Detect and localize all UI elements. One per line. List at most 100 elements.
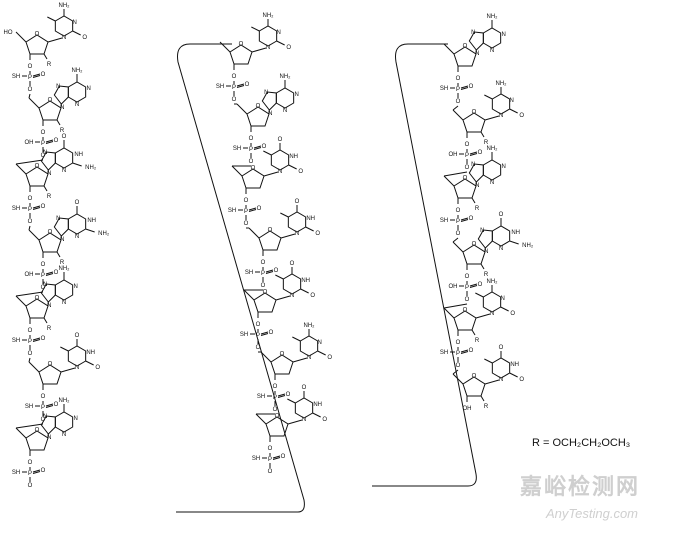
bond (45, 141, 54, 144)
adenine-ring (67, 81, 87, 103)
carbonyl-bond (72, 30, 81, 36)
ring-n-label: N (75, 365, 79, 371)
ring-n-label: N (276, 30, 280, 36)
ring-n-label: N (73, 284, 77, 290)
ring-n-label: N (499, 113, 503, 119)
guanine-ring (54, 147, 74, 169)
ring-n-label: N (75, 102, 79, 108)
carbonyl-o-label: O (75, 200, 80, 206)
phosphorus-label: P (28, 471, 32, 477)
ring-oxygen-label: O (48, 362, 53, 368)
three-prime-label: OH (463, 406, 472, 412)
c5-bond (248, 227, 260, 239)
linker-oxygen-label: O (28, 483, 33, 489)
methyl-bond (484, 94, 493, 100)
thymine-ring (491, 357, 511, 379)
watermark-cn: 嘉峪检测网 (520, 474, 640, 500)
bond (45, 405, 54, 408)
phosphorus-label: P (28, 75, 32, 81)
linker-oxygen-label: O (465, 297, 470, 303)
bond (45, 273, 54, 276)
c5-bond (236, 103, 248, 115)
phosphate-side-label: SH (252, 456, 260, 462)
sugar-ring (38, 364, 62, 385)
imide-nh-label: NH (511, 230, 520, 236)
linker-oxygen-label: O (273, 407, 278, 413)
r-group-label: R (47, 194, 52, 200)
linker-oxygen-label: O (456, 340, 461, 346)
glycosidic-bond (287, 419, 303, 425)
phosphorus-label: P (261, 271, 265, 277)
thymine-ring (287, 211, 307, 233)
carbonyl-bond (509, 108, 518, 114)
bond (460, 217, 469, 221)
phosphate-side-label: SH (257, 394, 265, 400)
five-prime-label: HO (4, 30, 13, 36)
r-bond (43, 53, 48, 60)
backbone-bond (15, 423, 44, 429)
phosphate-side-label: SH (12, 470, 20, 476)
carbonyl-o-label: O (295, 199, 300, 205)
backbone-bond (28, 93, 31, 99)
carbonyl-o-label: O (315, 231, 320, 237)
amine-bond (72, 162, 82, 167)
sugar-ring (462, 376, 486, 397)
r-group-label: R (60, 128, 65, 134)
phosphate-side-label: SH (12, 338, 20, 344)
bond (469, 283, 478, 287)
ring-n-label: N (294, 92, 298, 98)
glycosidic-bond (263, 171, 279, 177)
r-group-label: R (475, 206, 480, 212)
bond (32, 339, 41, 342)
c5-bond (219, 41, 231, 53)
bond (236, 85, 245, 88)
phosphate-side-label: SH (12, 74, 20, 80)
carbonyl-o-label: O (298, 169, 303, 175)
linker-oxygen-label: O (232, 74, 237, 80)
sugar-ring (270, 354, 294, 375)
carbonyl-o-label: O (499, 212, 504, 218)
ring-oxygen-label: O (239, 42, 244, 48)
imide-nh-label: NH (313, 402, 322, 408)
methyl-bond (263, 150, 272, 156)
methyl-bond (251, 26, 260, 32)
bond (265, 269, 274, 273)
bond (32, 205, 41, 209)
imide-nh-label: NH (74, 152, 83, 158)
ring-oxygen-label: O (35, 164, 40, 170)
amine-label: NH₂ (487, 279, 499, 285)
ring-n-label: N (266, 45, 270, 51)
thymine-ring (270, 149, 290, 171)
ring-n-label: N (56, 84, 60, 90)
bond (272, 455, 281, 459)
linker-oxygen-label: O (256, 322, 261, 328)
glycosidic-bond (280, 233, 296, 239)
c5-bond (255, 413, 267, 425)
c5-bond (443, 175, 455, 187)
c5-bond (15, 163, 27, 175)
r-group-label: R (60, 260, 65, 266)
methyl-bond (484, 358, 493, 364)
backbone-bond (452, 105, 459, 111)
carbonyl-o-label: O (499, 345, 504, 351)
carbonyl-o-label: O (310, 293, 315, 299)
c5-bond (15, 31, 27, 43)
carbonyl-bond (300, 288, 309, 294)
bond (32, 337, 41, 341)
r-bond (471, 329, 476, 336)
imidazole-ring (53, 217, 69, 237)
c5-bond (28, 229, 40, 241)
sugar-ring (246, 106, 270, 127)
cytosine-ring (299, 335, 319, 357)
phosphorus-label: P (456, 87, 460, 93)
ring-n-label: N (302, 417, 306, 423)
backbone-bond (15, 159, 44, 165)
c5-bond (260, 351, 272, 363)
